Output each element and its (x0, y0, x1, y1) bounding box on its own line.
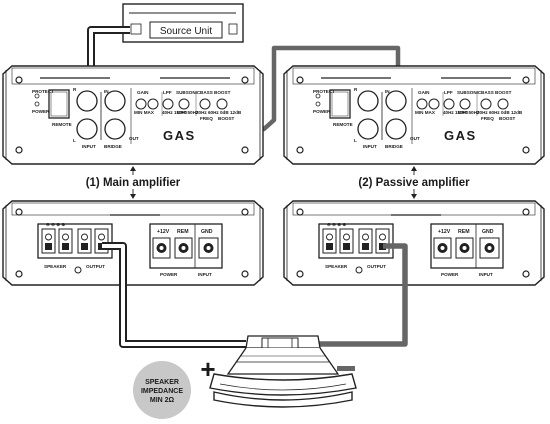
plus-sign: + (200, 354, 215, 384)
minus-sign: − (346, 371, 347, 373)
out-label: OUT (410, 136, 420, 141)
gas-logo: GAS (444, 128, 477, 143)
subsonic-scale: OFF 50Hz (458, 110, 480, 115)
freq-label: FREQ (200, 116, 213, 121)
source-unit-label: Source Unit (160, 26, 212, 37)
remote-label: REMOTE (333, 122, 353, 127)
passive-amp-caption: (2) Passive amplifier (354, 166, 474, 199)
boost-label: BOOST (499, 116, 516, 121)
gain-scale: MIN MAX (415, 110, 436, 115)
bassboost-scale: 30Hz 60Hz 0dB 12dB (196, 110, 242, 115)
impedance-line3: MIN 2Ω (150, 397, 175, 404)
rem-label: REM (177, 229, 189, 235)
bassboost-label: BASS BOOST (481, 90, 512, 95)
input-label: INPUT (198, 272, 212, 277)
passive-amp-rear-panel: ⊖ ⊖ ⊕ ⊕ SPEAKER OUTPUT +12V REM GND POWE… (283, 200, 545, 286)
protect-label: PROTECT (313, 89, 335, 94)
lpf-label: LPF (444, 90, 453, 95)
passive-amp-front-panel: PROTECT POWER REMOTE R L IN INPUT BRIDGE… (283, 65, 545, 165)
speaker-label: SPEAKER (325, 264, 348, 269)
passive-amp-caption-text: (2) Passive amplifier (358, 177, 470, 189)
main-amp-caption-text: (1) Main amplifier (86, 177, 181, 189)
subsonic-label: SUBSONIC (457, 90, 482, 95)
impedance-line2: IMPEDANCE (141, 388, 183, 395)
subsonic-label: SUBSONIC (176, 90, 201, 95)
bridge-label: BRIDGE (104, 144, 122, 149)
remote-label: REMOTE (52, 122, 72, 127)
polarity-marks: ⊖ ⊖ ⊕ ⊕ (46, 222, 65, 227)
gain-label: GAIN (418, 90, 430, 95)
input-label: INPUT (82, 144, 96, 149)
power-label: POWER (313, 109, 331, 114)
impedance-badge: SPEAKER IMPEDANCE MIN 2Ω (133, 361, 191, 419)
r-label: R (354, 87, 358, 92)
input-label: INPUT (479, 272, 493, 277)
gnd-label: GND (482, 229, 494, 235)
gain-scale: MIN MAX (134, 110, 155, 115)
output-label: OUTPUT (367, 264, 386, 269)
out-label: OUT (129, 136, 139, 141)
bassboost-scale: 30Hz 60Hz 0dB 12dB (477, 110, 523, 115)
protect-label: PROTECT (32, 89, 54, 94)
impedance-line1: SPEAKER (145, 379, 179, 386)
speaker-cable-negative (318, 243, 408, 347)
r-label: R (73, 87, 77, 92)
in-label: IN (104, 89, 109, 94)
output-label: OUTPUT (86, 264, 105, 269)
subwoofer (209, 335, 357, 408)
subsonic-scale: OFF 50Hz (177, 110, 199, 115)
plus12v-label: +12V (438, 229, 451, 235)
plus12v-label: +12V (157, 229, 170, 235)
main-amp-rear-panel: ⊖ ⊖ ⊕ ⊕ SPEAKER OUTPUT +12V REM GND POWE… (2, 200, 264, 286)
bassboost-label: BASS BOOST (200, 90, 231, 95)
boost-label: BOOST (218, 116, 235, 121)
lpf-scale: 40Hz 150Hz (443, 110, 469, 115)
power-label: POWER (160, 272, 178, 277)
polarity-marks: ⊖ ⊖ ⊕ ⊕ (327, 222, 346, 227)
bridge-label: BRIDGE (385, 144, 403, 149)
l-label: L (354, 138, 357, 143)
power-label: POWER (32, 109, 50, 114)
gain-label: GAIN (137, 90, 149, 95)
lpf-label: LPF (163, 90, 172, 95)
gas-logo: GAS (163, 128, 196, 143)
rem-label: REM (458, 229, 470, 235)
main-amp-caption: (1) Main amplifier (82, 166, 184, 199)
lpf-scale: 40Hz 150Hz (162, 110, 188, 115)
l-label: L (73, 138, 76, 143)
in-label: IN (385, 89, 390, 94)
main-amp-front-panel: PROTECT POWER REMOTE R L IN INPUT BRIDGE… (2, 65, 264, 165)
source-unit: Source Unit (122, 3, 244, 43)
speaker-label: SPEAKER (44, 264, 67, 269)
minus-sign-mark (337, 366, 355, 371)
gnd-label: GND (201, 229, 213, 235)
input-label: INPUT (363, 144, 377, 149)
power-label: POWER (441, 272, 459, 277)
freq-label: FREQ (481, 116, 494, 121)
